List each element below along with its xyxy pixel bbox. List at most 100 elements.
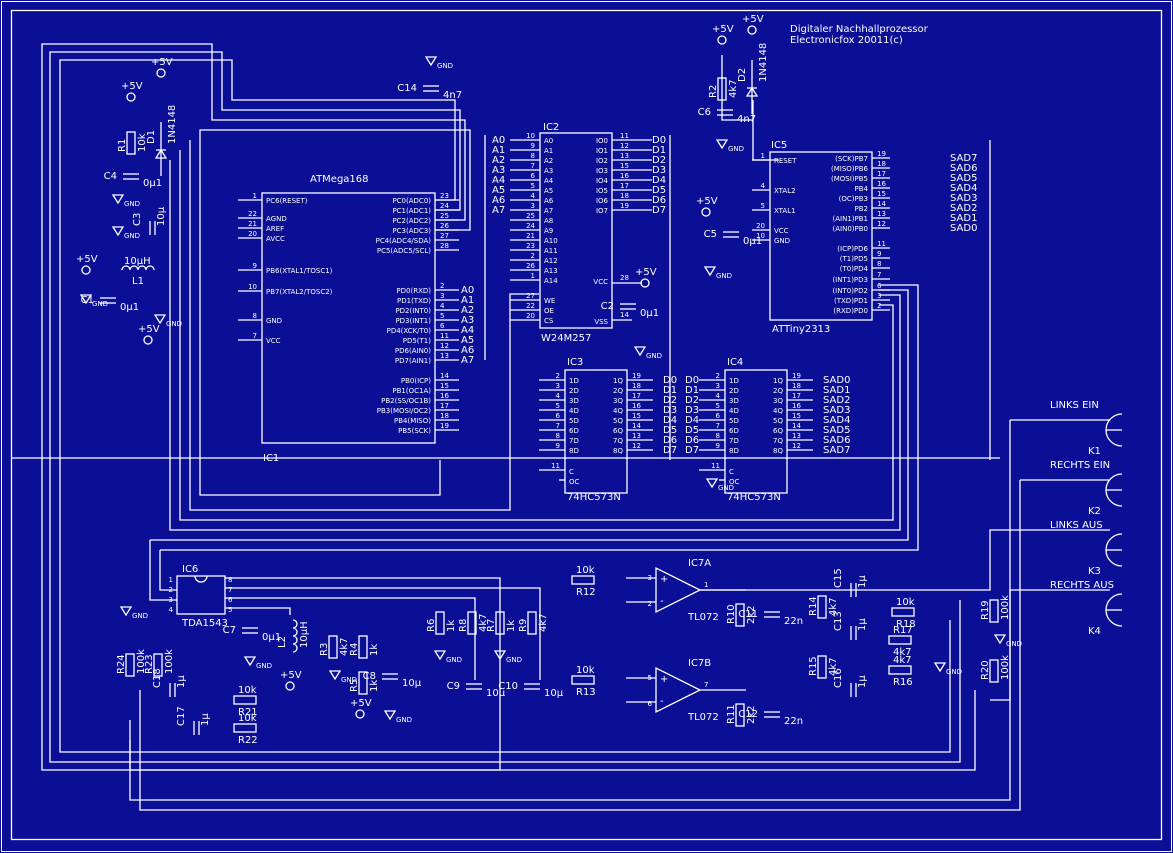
r6-value: 1k [446, 620, 457, 632]
ic4-latch-pin-num: 9 [716, 442, 720, 450]
ic3-latch-pin-num: 16 [632, 402, 641, 410]
ic4-latch-pin-num: 3 [716, 382, 720, 390]
r19-value: 100k [1000, 595, 1011, 620]
net-label: D4 [685, 415, 699, 426]
ic3-latch-pin-name: 7D [569, 437, 579, 445]
net-label: D7 [685, 445, 699, 456]
c14-value: 4n7 [443, 90, 462, 101]
ic2-sram-pin-name: A14 [544, 277, 558, 285]
ic3-ref: IC3 [567, 357, 583, 368]
ic3-latch-pin-name: 6D [569, 427, 579, 435]
vcc-label: +5V [350, 698, 372, 709]
ic1-atmega168-pin-name: PC0(ADC0) [392, 197, 431, 205]
ic3-latch-pin-name: 5D [569, 417, 579, 425]
ic2-sram-pin-name: A2 [544, 157, 553, 165]
net-label: SAD5 [950, 173, 977, 184]
ic5-attiny2313-pin-name: VCC [774, 227, 789, 235]
d1-value: 1N4148 [167, 105, 178, 144]
ic3-latch-pin-name: 2D [569, 387, 579, 395]
ic5-attiny2313-pin-name: (T0)PD4 [840, 265, 869, 273]
ic7b-type: TL072 [687, 712, 719, 723]
net-label: SAD4 [823, 415, 850, 426]
net-label: SAD0 [950, 223, 977, 234]
ic4-latch-pin-num: 13 [792, 432, 801, 440]
net-label: A2 [492, 155, 505, 166]
c16-ref: C16 [833, 668, 844, 688]
net-label: A0 [492, 135, 505, 146]
r8-ref: R8 [458, 619, 469, 632]
gnd-label: GND [506, 656, 522, 664]
ic3-type: 74HC573N [567, 492, 621, 503]
r11-value: 2k2 [746, 705, 757, 724]
vcc-symbol: +5V [742, 14, 764, 35]
ic1-atmega168-pin-name: PC3(ADC3) [392, 227, 431, 235]
ic7b-minus: - [660, 696, 664, 707]
ic1-atmega168-pin-num: 2 [440, 282, 444, 290]
c10-ref: C10 [498, 681, 518, 692]
k3-ref: K3 [1088, 566, 1101, 577]
ic2-sram-pin-name: A3 [544, 167, 553, 175]
c12-ref: C12 [738, 709, 758, 720]
ic1-atmega168-pin-name: PB1(OC1A) [392, 387, 431, 395]
net-label: SAD7 [950, 153, 977, 164]
c8-ref: C8 [363, 671, 376, 682]
ic1-atmega168-pin-name: GND [266, 317, 282, 325]
vcc-symbol: +5V [76, 254, 98, 275]
ic1-type: ATMega168 [310, 174, 369, 185]
ic5-attiny2313-pin-num: 14 [877, 200, 886, 208]
ic4-latch-pin-name: 5Q [773, 417, 783, 425]
ic1-ref: IC1 [263, 453, 279, 464]
ic3-latch-pin-num: 6 [556, 412, 561, 420]
ic1-atmega168-pin-num: 17 [440, 402, 449, 410]
ic7b-ref: IC7B [688, 658, 711, 669]
ic1-atmega168-pin-num: 22 [248, 210, 257, 218]
gnd-symbol: GND [715, 139, 744, 153]
ic7a-pin-num: 1 [704, 581, 708, 589]
gnd-label: GND [396, 716, 412, 724]
ic3-latch-pin-name: 7Q [613, 437, 623, 445]
ic3-latch-pin-num: 17 [632, 392, 641, 400]
ic2-pin-num: 11 [620, 132, 629, 140]
ic1-atmega168-pin-name: PB4(MISO) [394, 417, 431, 425]
ic2-sram-pin-name: OE [544, 307, 554, 315]
ic6-ref: IC6 [182, 564, 198, 575]
ic1-atmega168-pin-num: 21 [248, 220, 257, 228]
r2-value: 4k7 [728, 79, 739, 98]
wiring [12, 43, 1110, 811]
ic7a-pin-num: 2 [648, 600, 652, 608]
ic2-sram-pin-name: WE [544, 297, 555, 305]
vcc-symbol: +5V [280, 670, 302, 691]
r12-ref: R12 [576, 587, 596, 598]
net-label: D3 [652, 165, 666, 176]
ic2-sram-pin-num: 20 [526, 312, 535, 320]
ic3-latch-pin-name: 2Q [613, 387, 623, 395]
ic3-latch-pin-num: 15 [632, 412, 641, 420]
ic1-atmega168-pin-num: 14 [440, 372, 449, 380]
ic1-atmega168-pin-name: PD2(INT0) [395, 307, 431, 315]
ic3-latch-pin-num: 8 [556, 432, 560, 440]
ic5-attiny2313-pin-num: 5 [761, 202, 765, 210]
ic3-latch-pin-name: 8Q [613, 447, 623, 455]
ic3-latch-pin-name: 6Q [613, 427, 623, 435]
gnd-symbol: GND [79, 294, 108, 308]
net-label: A4 [461, 325, 474, 336]
ic5-attiny2313-pin-num: 2 [877, 302, 881, 310]
ic3-pin-num: 11 [551, 462, 560, 470]
gnd-label: GND [166, 320, 182, 328]
gnd-symbol: GND [119, 606, 148, 620]
r12-value: 10k [576, 565, 595, 576]
gnd-symbol: GND [433, 650, 462, 664]
net-label: A4 [492, 175, 505, 186]
